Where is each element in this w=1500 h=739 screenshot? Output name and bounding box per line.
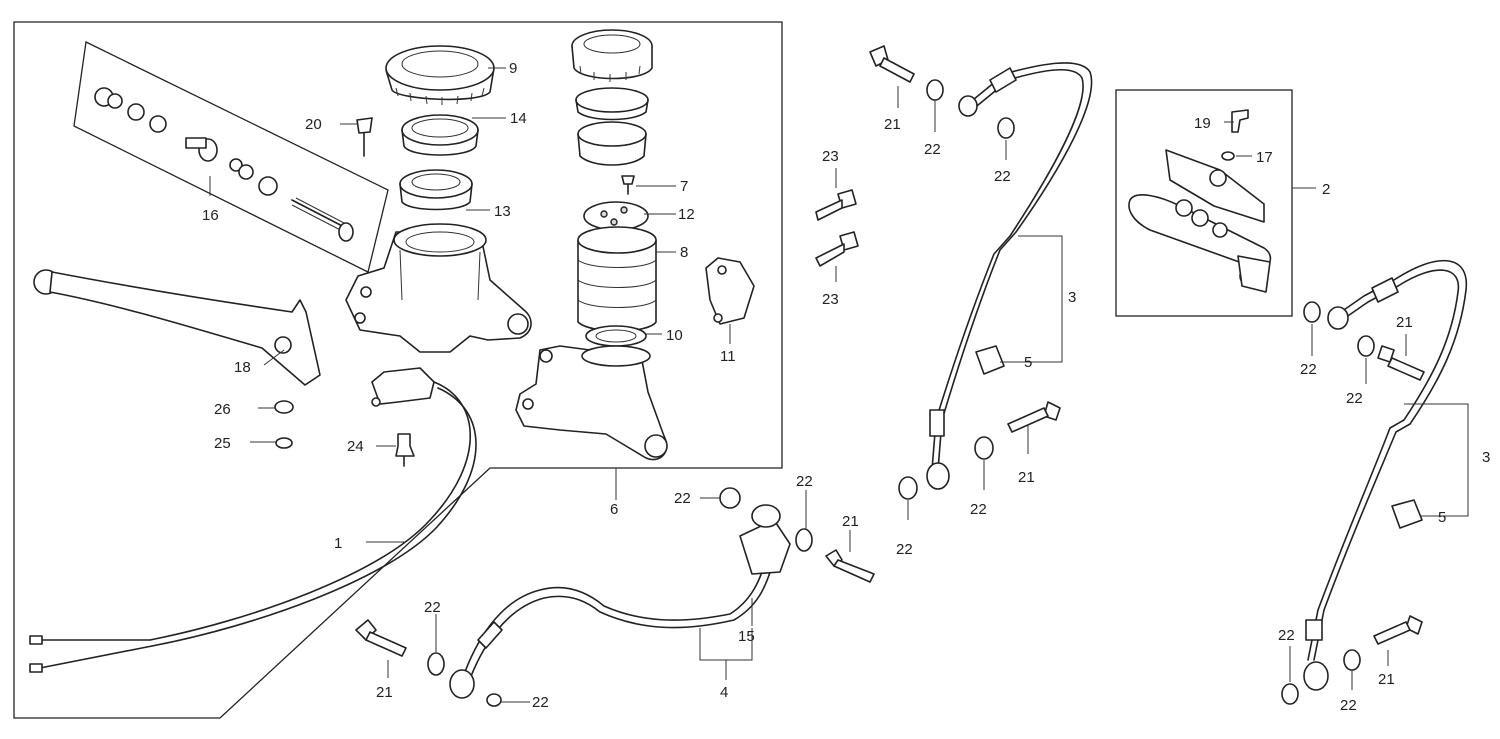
part-25-washer [275,437,293,449]
part-3-brake-hose-right [1303,259,1468,691]
master-cylinder-group-frame [13,21,783,719]
label-part-11: 11 [720,348,736,365]
label-part-18: 18 [234,359,251,376]
label-part-8: 8 [680,244,688,261]
label-part-17: 17 [1256,149,1273,166]
leader-lines [209,67,1469,703]
part-9-reservoir-cap [385,45,495,105]
part-20-screw [356,117,373,157]
label-part-12: 12 [678,206,695,223]
label-part-23-b: 23 [822,291,839,308]
label-part-13: 13 [494,203,511,220]
part-18-brake-lever [33,269,321,386]
part-8-reservoir [577,226,657,332]
label-part-21-f: 21 [376,684,393,701]
part-12-float-plate [583,201,649,231]
part-7-screw [621,175,635,195]
label-part-22-l: 22 [532,694,549,711]
label-part-20: 20 [305,116,322,133]
label-part-26: 26 [214,401,231,418]
part-23-bleeder-a [815,189,857,221]
label-part-24: 24 [347,438,364,455]
part-24-bleeder [395,433,415,467]
label-part-10: 10 [666,327,683,344]
right-diaphragm-stack [575,87,649,166]
label-part-5-a: 5 [1024,354,1032,371]
part-21-bolt-b [825,549,875,583]
label-part-19: 19 [1194,115,1211,132]
label-part-22-i: 22 [1278,627,1295,644]
part-4-brake-hose [449,504,791,699]
label-part-2: 2 [1322,181,1330,198]
label-part-22-a: 22 [674,490,691,507]
part-11-bracket [705,257,755,325]
part-2-caliper-piston-assembly [1128,109,1272,293]
label-part-14: 14 [510,110,527,127]
part-2-group-frame [1115,89,1293,317]
label-part-3-b: 3 [1482,449,1490,466]
label-part-21-a: 21 [842,513,859,530]
label-part-4: 4 [720,684,728,701]
part-13-diaphragm [399,169,473,211]
label-part-6: 6 [610,501,618,518]
label-part-22-g: 22 [1300,361,1317,378]
label-part-22-k: 22 [424,599,441,616]
part-21-bolt-c [869,45,915,83]
label-part-9: 9 [509,60,517,77]
part-10-seal-ring [585,325,647,347]
part-23-bleeder-b [815,231,859,267]
label-part-25: 25 [214,435,231,452]
label-part-7: 7 [680,178,688,195]
label-part-21-e: 21 [1378,671,1395,688]
callout-labels: 9 14 13 20 16 18 26 25 24 1 6 7 12 8 10 … [202,60,1490,714]
right-master-cylinder-body [515,345,668,461]
label-part-22-d: 22 [970,501,987,518]
label-part-21-b: 21 [1018,469,1035,486]
label-part-15: 15 [738,628,755,645]
part-21-bolt-a [355,619,407,657]
left-master-cylinder-body [345,223,532,353]
label-part-3-a: 3 [1068,289,1076,306]
part-9-reservoir-cap-right [571,29,653,82]
part-3-brake-hose-middle [926,62,1093,490]
part-16-internal-kit [73,41,389,273]
label-part-22-e: 22 [924,141,941,158]
part-21-bolt-f [1373,615,1423,645]
part-1-switch-wire [29,367,477,673]
label-part-21-c: 21 [884,116,901,133]
label-part-22-f: 22 [994,168,1011,185]
label-part-16: 16 [202,207,219,224]
part-26-nut [274,400,294,414]
label-part-22-c: 22 [896,541,913,558]
label-part-22-j: 22 [1340,697,1357,714]
label-part-23-a: 23 [822,148,839,165]
label-part-22-b: 22 [796,473,813,490]
part-21-bolt-e [1377,345,1425,381]
label-part-21-d: 21 [1396,314,1413,331]
label-part-1: 1 [334,535,342,552]
label-part-5-b: 5 [1438,509,1446,526]
part-21-bolt-d [1007,401,1061,433]
part-14-diaphragm-plate [401,114,479,156]
label-part-22-h: 22 [1346,390,1363,407]
